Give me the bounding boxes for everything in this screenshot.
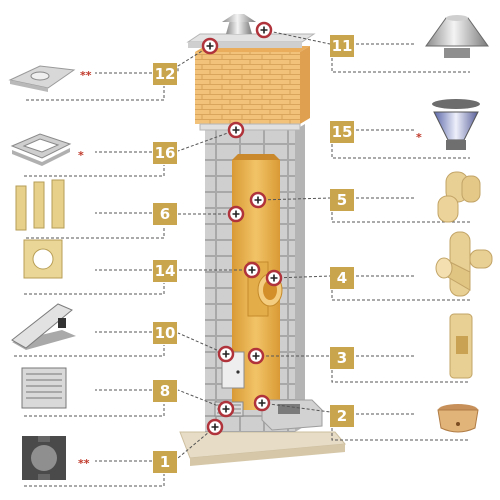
brick-crown (186, 33, 316, 131)
thumb-1-chimney-block (22, 436, 66, 480)
thumb-11-steel-cap (425, 15, 489, 58)
marker-5 (249, 191, 267, 209)
callout-badge-11: 11 (330, 35, 354, 57)
marker-2 (253, 394, 271, 412)
note-mark-16: * (78, 149, 84, 162)
thumb-3-inspection-liner (449, 313, 473, 379)
thumb-6-insulation-boards (15, 179, 65, 231)
thumb-2-condensate-bowl (437, 404, 479, 433)
marker-16 (227, 121, 245, 139)
plus-markers (201, 21, 283, 436)
marker-11 (255, 21, 273, 39)
thumb-16-frame-plate (10, 133, 72, 166)
callout-badge-14: 14 (153, 260, 177, 282)
leader-lines (14, 29, 470, 487)
thumb-14-ring-plate (23, 239, 63, 279)
thumb-8-vent-grille (21, 367, 67, 409)
marker-12 (201, 37, 219, 55)
marker-4 (265, 269, 283, 287)
thumb-4-tee-connector (435, 231, 493, 297)
marker-8 (217, 400, 235, 418)
marker-14 (243, 261, 261, 279)
callout-badge-8: 8 (153, 380, 177, 402)
note-mark-15: * (416, 131, 422, 144)
thumb-5-ceramic-liners (437, 171, 481, 223)
marker-3 (247, 347, 265, 365)
callout-badge-16: 16 (153, 142, 177, 164)
marker-10 (217, 345, 235, 363)
foundation-slab (179, 431, 346, 466)
marker-6 (227, 205, 245, 223)
callout-badge-5: 5 (330, 189, 354, 211)
callout-badge-10: 10 (153, 322, 177, 344)
thumb-12-cover-plate (8, 65, 76, 92)
callout-badge-3: 3 (330, 347, 354, 369)
marker-1 (206, 418, 224, 436)
thumb-15-rotating-cap (432, 99, 480, 150)
callout-badge-4: 4 (330, 267, 354, 289)
chimney-block-column (205, 124, 305, 432)
chimney-cap (222, 14, 256, 34)
callout-badge-2: 2 (330, 405, 354, 427)
callout-badge-15: 15 (330, 121, 354, 143)
note-mark-1: ** (78, 457, 90, 470)
callout-badge-12: 12 (153, 63, 177, 85)
condensate-base-block (261, 399, 323, 431)
note-mark-12: ** (80, 69, 92, 82)
callout-badge-6: 6 (153, 203, 177, 225)
callout-badge-1: 1 (153, 451, 177, 473)
thumb-10-cleanout-door (11, 303, 76, 350)
